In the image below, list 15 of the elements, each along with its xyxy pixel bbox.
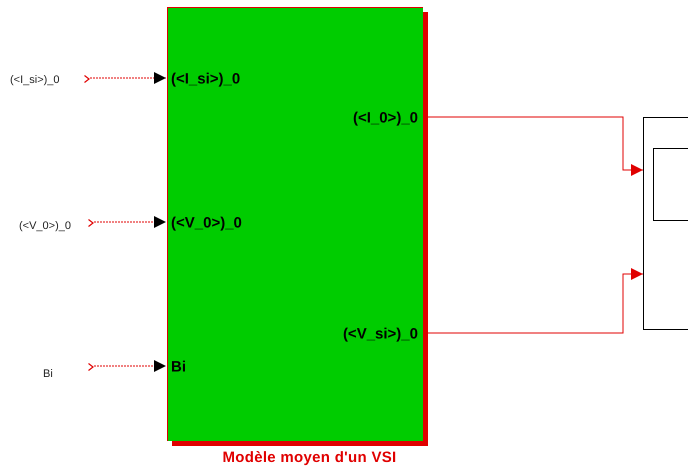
signal-tag: Bi	[43, 354, 53, 380]
signal-arrow	[94, 360, 166, 372]
signal-arrow	[428, 116, 644, 176]
port-label: (<I_0>)_0	[352, 110, 418, 126]
signal-arrow	[90, 72, 166, 84]
port-label: (<V_si>)_0	[342, 326, 418, 342]
block-name: Modèle moyen d'un VSI	[222, 449, 397, 466]
signal-tag: (<V_0>)_0	[19, 214, 71, 232]
signal-arrow	[94, 216, 166, 228]
port-label: Bi	[171, 358, 186, 376]
scope-block	[643, 117, 688, 330]
signal-arrow	[428, 268, 644, 334]
port-label: (<I_si>)_0	[171, 70, 240, 88]
signal-tag: (<I_si>)_0	[10, 72, 60, 86]
port-label: (<V_0>)_0	[171, 214, 242, 232]
